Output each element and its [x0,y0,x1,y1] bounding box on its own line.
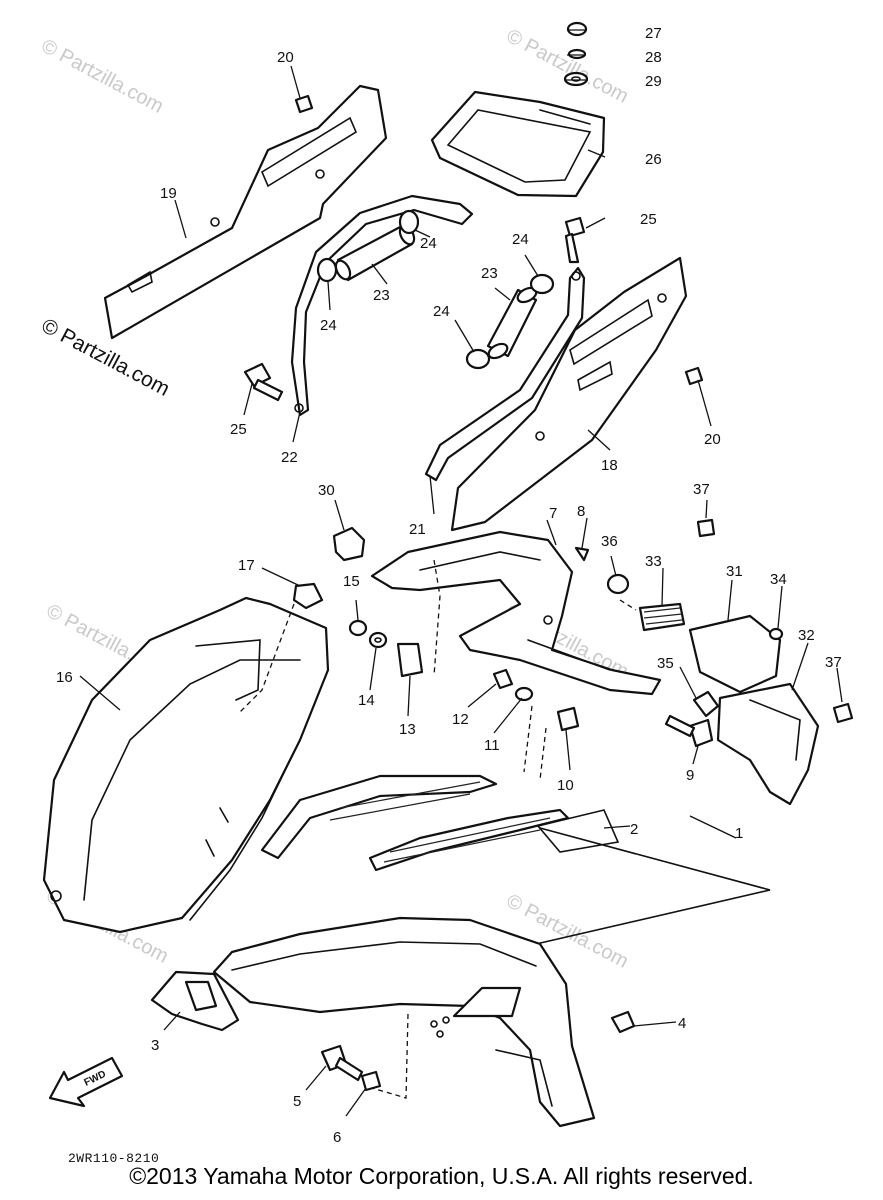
grommets [316,209,555,370]
callout-6: 6 [333,1129,341,1146]
fender-hardware [320,1010,636,1092]
forward-arrow: FWD [48,1056,124,1108]
callout-37: 37 [693,481,710,498]
callout-15: 15 [343,573,360,590]
callout-36: 36 [601,533,618,550]
bolts-upper [243,94,704,402]
callout-5: 5 [293,1093,301,1110]
callout-37: 37 [825,654,842,671]
spacer-tube-lower [486,286,538,360]
copyright-notice: ©2013 Yamaha Motor Corporation, U.S.A. A… [129,1163,754,1189]
callout-30: 30 [318,482,335,499]
callout-12: 12 [452,711,469,728]
callout-13: 13 [399,721,416,738]
fender-emblems [260,774,771,951]
rear-fender [42,596,330,934]
front-plate [150,970,240,1032]
callout-8: 8 [577,503,585,520]
callout-35: 35 [657,655,674,672]
callout-14: 14 [358,692,375,709]
watermark: © Partzilla.com [38,35,167,118]
callout-23: 23 [373,287,390,304]
callout-11: 11 [484,737,500,754]
callout-27: 27 [645,25,662,42]
callout-1: 1 [735,825,743,842]
callout-24: 24 [433,303,450,320]
callout-26: 26 [645,151,662,168]
callout-17: 17 [238,557,255,574]
callout-24: 24 [320,317,337,334]
watermark: © Partzilla.com [38,314,174,401]
fender-bracket [370,530,662,696]
cap-17 [292,582,324,610]
callout-29: 29 [645,73,662,90]
callout-24: 24 [512,231,529,248]
callout-22: 22 [281,449,298,466]
diagram-reference-code: 2WR110-8210 [68,1151,159,1166]
bracket-left [290,194,474,417]
callout-7: 7 [549,505,557,522]
clip-30 [332,526,366,562]
small-hardware [348,546,630,732]
callout-9: 9 [686,767,694,784]
callout-25: 25 [230,421,247,438]
callout-18: 18 [601,457,618,474]
watermark: © Partzilla.com [503,25,632,108]
callout-10: 10 [557,777,574,794]
leader-lines [79,29,843,1117]
tail-light-assembly [638,518,854,806]
callout-32: 32 [798,627,815,644]
callout-3: 3 [151,1037,159,1054]
callout-28: 28 [645,49,662,66]
side-cover-left [103,84,388,340]
callout-23: 23 [481,265,498,282]
callout-20: 20 [704,431,721,448]
front-fender [212,916,596,1128]
callout-16: 16 [56,669,73,686]
callout-4: 4 [678,1015,686,1032]
callout-20: 20 [277,49,294,66]
callout-21: 21 [409,521,426,538]
grommet-stack [563,21,589,87]
callout-19: 19 [160,185,177,202]
callout-24: 24 [420,235,437,252]
battery-cover [430,90,606,198]
callout-2: 2 [630,821,638,838]
callout-31: 31 [726,563,743,580]
callout-34: 34 [770,571,787,588]
side-cover-right [450,256,688,532]
callout-25: 25 [640,211,657,228]
callout-33: 33 [645,553,662,570]
bracket-right [424,266,586,482]
callout-labels: 20 19 27 28 29 26 25 24 23 24 24 23 24 2… [56,25,842,1166]
